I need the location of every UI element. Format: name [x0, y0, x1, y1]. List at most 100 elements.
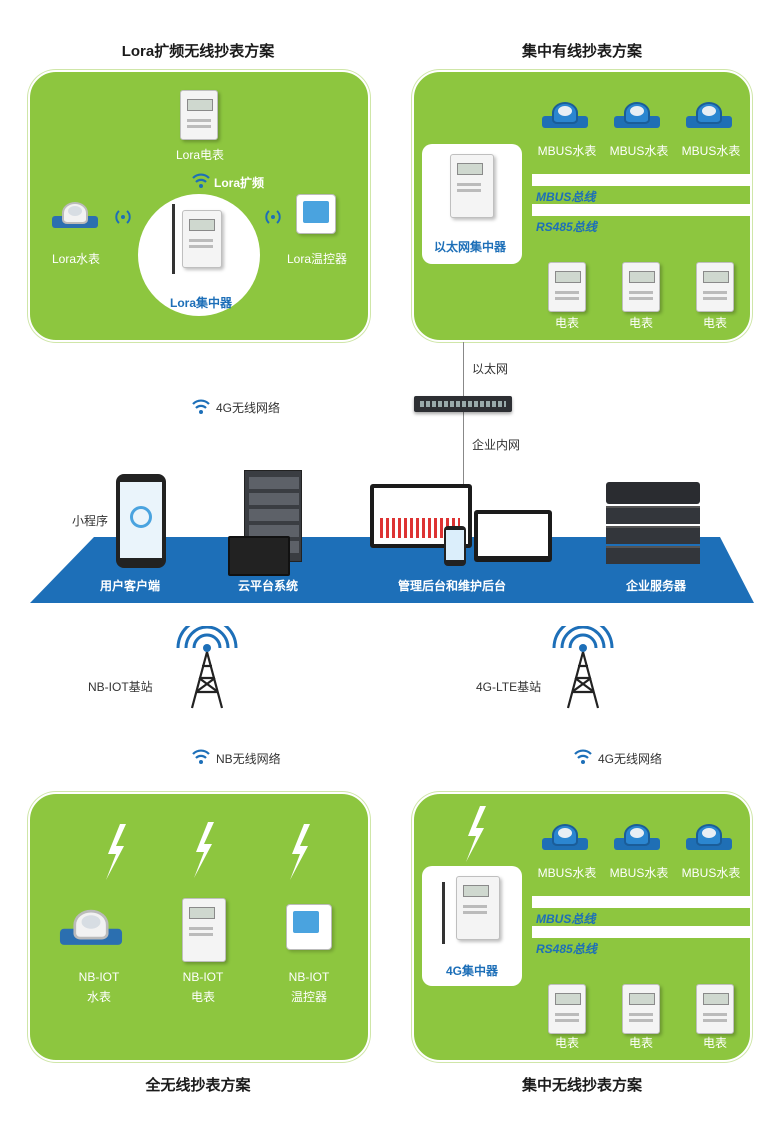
wired-electric-meter-1-icon: [548, 262, 586, 312]
lora-4g-network-label: 4G无线网络: [216, 401, 281, 415]
wired-water-meter-2-label: MBUS水表: [609, 144, 669, 158]
enterprise-server-icon: [606, 482, 700, 568]
g4-antenna-icon: [442, 882, 445, 944]
wireless-water-meter-2-icon: [614, 816, 660, 856]
lora-link-icon: [192, 173, 210, 188]
heading-wired-scheme: 集中有线抄表方案: [521, 43, 642, 60]
wireless-signal-bolt-icon: [466, 806, 486, 862]
mini-program-label: 小程序: [72, 514, 109, 528]
lora-electric-meter-label: Lora电表: [175, 148, 225, 162]
wireless-electric-meter-1-label: 电表: [554, 1036, 579, 1050]
heading-wireless-scheme: 集中无线抄表方案: [521, 1077, 642, 1094]
enterprise-server-label: 企业服务器: [626, 579, 687, 593]
admin-backend-label: 管理后台和维护后台: [398, 579, 507, 593]
g4-concentrator-icon: [456, 876, 500, 940]
heading-nb-scheme: 全无线抄表方案: [145, 1077, 251, 1094]
nb-thermostat-signal-bolt-icon: [290, 824, 310, 880]
nb-electric-signal-bolt-icon: [194, 822, 214, 878]
wireless-concentrator-box: [422, 866, 522, 986]
ethernet-concentrator-icon: [450, 154, 494, 218]
nb-electric-meter-icon: [182, 898, 226, 962]
wired-water-meter-1-label: MBUS水表: [537, 144, 597, 158]
lora-concentrator-label: Lora集中器: [170, 296, 233, 310]
wired-electric-meter-2-icon: [622, 262, 660, 312]
wired-mbus-label: MBUS总线: [536, 190, 596, 204]
lora-thermostat-icon: [296, 194, 336, 234]
nb-network-label: NB无线网络: [216, 752, 281, 766]
admin-phone-icon: [444, 526, 466, 566]
nb-water-signal-bolt-icon: [106, 824, 126, 880]
lora-thermostat-label: Lora温控器: [286, 252, 348, 266]
wired-concentrator-box: [422, 144, 522, 264]
wireless-water-meter-1-icon: [542, 816, 588, 856]
nb-thermostat-label-1: NB-IOT: [288, 970, 330, 984]
lora-water-signal-icon: [115, 210, 131, 224]
wireless-mbus-label: MBUS总线: [536, 912, 596, 926]
wired-mbus-line: [532, 174, 750, 186]
user-client-label: 用户客户端: [100, 579, 161, 593]
wireless-water-meter-2-label: MBUS水表: [609, 866, 669, 880]
wireless-mbus-line: [532, 896, 750, 908]
nb-water-meter-icon: [59, 899, 123, 953]
wired-electric-meter-3-icon: [696, 262, 734, 312]
wired-rs485-label: RS485总线: [536, 220, 597, 234]
wired-water-meter-3-icon: [686, 94, 732, 134]
platform-band: [30, 537, 754, 603]
wireless-rs485-line: [532, 926, 750, 938]
lora-concentrator-circle: [138, 194, 260, 316]
wired-electric-meter-1-label: 电表: [554, 316, 579, 330]
antenna-icon: [172, 204, 175, 274]
lora-water-meter-icon: [52, 194, 98, 234]
nb-electric-label-1: NB-IOT: [182, 970, 224, 984]
intranet-label: 企业内网: [472, 438, 521, 452]
lora-panel: Lora电表 Lora扩频 Lora水表 Lora集中器 Lora温控器: [28, 70, 370, 342]
lora-electric-meter-icon: [180, 90, 218, 140]
nb-panel: NB-IOT 水表 NB-IOT 电表 NB-IOT 温控器: [28, 792, 370, 1062]
wireless-electric-meter-2-icon: [622, 984, 660, 1034]
lora-water-meter-label: Lora水表: [51, 252, 101, 266]
nb-water-label-1: NB-IOT: [78, 970, 120, 984]
lora-link-label: Lora扩频: [214, 176, 265, 190]
nb-network-icon: [192, 749, 210, 764]
heading-lora-scheme: Lora扩频无线抄表方案: [121, 43, 275, 60]
ethernet-concentrator-label: 以太网集中器: [434, 240, 507, 254]
admin-desktop-icon: [370, 484, 472, 548]
ethernet-line: [463, 342, 464, 538]
wireless-electric-meter-2-label: 电表: [628, 1036, 653, 1050]
wired-water-meter-2-icon: [614, 94, 660, 134]
nb-iot-tower-icon: [176, 626, 238, 709]
smartphone-icon: [116, 474, 166, 568]
g4-concentrator-label: 4G集中器: [446, 964, 499, 978]
nb-electric-label-2: 电表: [190, 990, 215, 1004]
admin-laptop-icon: [474, 510, 552, 562]
wireless-water-meter-3-label: MBUS水表: [681, 866, 741, 880]
wireless-electric-meter-1-icon: [548, 984, 586, 1034]
g4-network-icon: [574, 749, 592, 764]
wired-water-meter-1-icon: [542, 94, 588, 134]
cloud-monitor-icon: [228, 536, 290, 576]
lora-4g-network-icon: [192, 399, 210, 414]
wireless-water-meter-3-icon: [686, 816, 732, 856]
wired-electric-meter-2-label: 电表: [628, 316, 653, 330]
nb-water-label-2: 水表: [86, 990, 111, 1004]
ethernet-label: 以太网: [472, 362, 509, 376]
nb-iot-station-label: NB-IOT基站: [88, 680, 153, 694]
wireless-electric-meter-3-icon: [696, 984, 734, 1034]
g4-network-label: 4G无线网络: [598, 752, 663, 766]
lora-concentrator-icon: [182, 210, 222, 268]
nb-thermostat-label-2: 温控器: [290, 990, 327, 1004]
lora-thermostat-signal-icon: [265, 210, 281, 224]
wireless-panel: 4G集中器 MBUS水表 MBUS水表 MBUS水表 MBUS总线 RS485总…: [412, 792, 752, 1062]
wireless-water-meter-1-label: MBUS水表: [537, 866, 597, 880]
lte-station-label: 4G-LTE基站: [476, 680, 542, 694]
wired-electric-meter-3-label: 电表: [702, 316, 727, 330]
wired-panel: 以太网集中器 MBUS水表 MBUS水表 MBUS水表 MBUS总线 RS485…: [412, 70, 752, 342]
nb-thermostat-icon: [286, 904, 332, 950]
wireless-rs485-label: RS485总线: [536, 942, 597, 956]
wired-rs485-line: [532, 204, 750, 216]
lte-tower-icon: [552, 626, 614, 709]
network-switch-icon: [414, 396, 512, 412]
cloud-platform-label: 云平台系统: [238, 579, 299, 593]
wired-water-meter-3-label: MBUS水表: [681, 144, 741, 158]
wireless-electric-meter-3-label: 电表: [702, 1036, 727, 1050]
